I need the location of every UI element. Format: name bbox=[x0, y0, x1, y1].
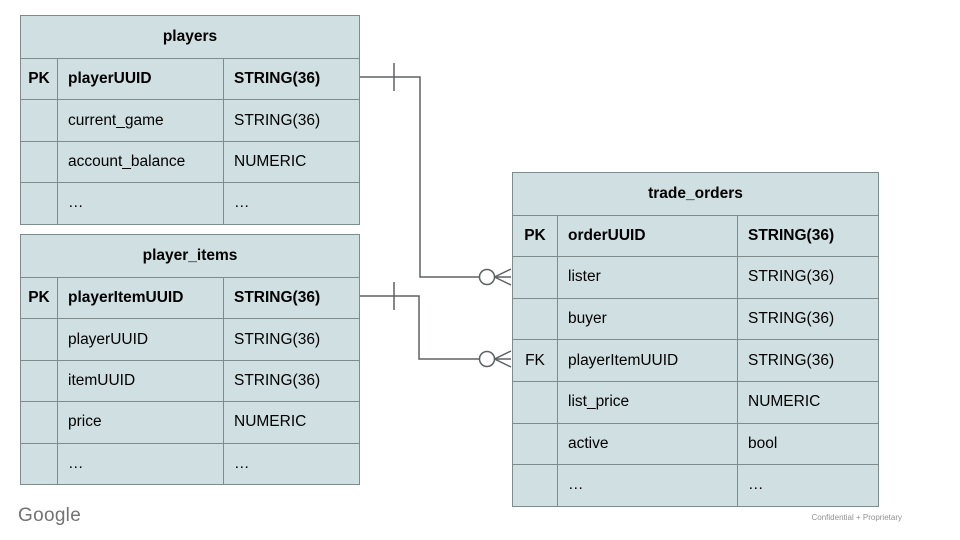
field-type-cell: … bbox=[234, 194, 250, 212]
field-name-cell: buyer bbox=[558, 298, 738, 340]
pk-cell bbox=[21, 360, 58, 402]
field-name-cell: playerUUID bbox=[58, 319, 224, 360]
field-name-cell: price bbox=[58, 402, 224, 443]
field-name-cell: orderUUID bbox=[558, 215, 738, 257]
field-type-cell: STRING(36) bbox=[748, 268, 835, 286]
field-type-cell: STRING(36) bbox=[234, 111, 321, 129]
table-row: … … bbox=[21, 442, 359, 484]
table-row: buyer STRING(36) bbox=[513, 297, 878, 340]
crow-foot-prong bbox=[494, 358, 512, 368]
pk-cell bbox=[513, 298, 558, 340]
field-type-cell: bool bbox=[748, 434, 778, 452]
table-title-trade-orders: trade_orders bbox=[648, 184, 743, 202]
pk-cell bbox=[21, 402, 58, 443]
connector-line bbox=[360, 295, 480, 360]
table-row: price NUMERIC bbox=[21, 401, 359, 443]
entity-table-players: players PK playerUUID STRING(36) current… bbox=[20, 15, 360, 225]
field-name-cell: itemUUID bbox=[58, 360, 224, 402]
table-row: PK orderUUID STRING(36) bbox=[513, 214, 878, 257]
table-row: current_game STRING(36) bbox=[21, 99, 359, 141]
field-type-cell: … bbox=[234, 454, 250, 472]
field-type-cell: STRING(36) bbox=[748, 310, 835, 328]
table-row: FK playerItemUUID STRING(36) bbox=[513, 339, 878, 381]
field-name-cell: … bbox=[58, 183, 224, 224]
field-name-cell: list_price bbox=[558, 381, 738, 423]
table-title-player-items: player_items bbox=[142, 247, 238, 264]
connector-player-items-trade-orders bbox=[360, 282, 512, 368]
field-type-cell: NUMERIC bbox=[234, 152, 307, 170]
field-name-cell: active bbox=[558, 423, 738, 465]
field-name-cell: playerUUID bbox=[58, 59, 224, 100]
pk-cell: PK bbox=[513, 215, 558, 257]
fk-cell: FK bbox=[513, 340, 558, 381]
zero-cardinality-circle bbox=[478, 350, 496, 368]
table-row: lister STRING(36) bbox=[513, 256, 878, 298]
table-row: PK playerItemUUID STRING(36) bbox=[21, 277, 359, 319]
field-name-cell: lister bbox=[558, 257, 738, 298]
connector-players-trade-orders bbox=[360, 63, 512, 286]
table-title-players: players bbox=[162, 28, 218, 45]
crow-foot-prong bbox=[494, 268, 512, 278]
field-name-cell: … bbox=[58, 443, 224, 484]
crow-foot-prong bbox=[494, 350, 512, 360]
entity-table-trade-orders: trade_orders PK orderUUID STRING(36) lis… bbox=[512, 172, 879, 507]
pk-cell bbox=[21, 141, 58, 183]
entity-table-player-items: player_items PK playerItemUUID STRING(36… bbox=[20, 234, 360, 485]
crow-foot-prong bbox=[494, 276, 512, 286]
table-row: account_balance NUMERIC bbox=[21, 140, 359, 183]
table-row: … … bbox=[21, 182, 359, 224]
confidential-note: Confidential + Proprietary bbox=[811, 513, 903, 522]
pk-cell bbox=[513, 423, 558, 465]
table-row: playerUUID STRING(36) bbox=[21, 318, 359, 360]
field-type-cell: STRING(36) bbox=[234, 371, 321, 389]
field-type-cell: NUMERIC bbox=[234, 413, 307, 431]
table-row: … … bbox=[513, 464, 878, 506]
pk-cell bbox=[513, 465, 558, 506]
field-type-cell: … bbox=[748, 476, 764, 494]
field-type-cell: STRING(36) bbox=[748, 226, 835, 244]
pk-cell bbox=[21, 443, 58, 484]
field-name-cell: account_balance bbox=[58, 141, 224, 183]
field-name-cell: current_game bbox=[58, 100, 224, 141]
pk-cell bbox=[513, 381, 558, 423]
field-type-cell: STRING(36) bbox=[234, 289, 321, 307]
google-logo: Google bbox=[18, 505, 82, 526]
pk-cell bbox=[21, 183, 58, 224]
pk-cell: PK bbox=[21, 278, 58, 319]
pk-cell: PK bbox=[21, 59, 58, 100]
connector-line bbox=[360, 76, 480, 278]
table-row: PK playerUUID STRING(36) bbox=[21, 58, 359, 100]
field-type-cell: STRING(36) bbox=[234, 330, 321, 348]
field-type-cell: NUMERIC bbox=[748, 393, 821, 411]
table-row: list_price NUMERIC bbox=[513, 380, 878, 423]
pk-cell bbox=[21, 319, 58, 360]
field-name-cell: playerItemUUID bbox=[58, 278, 224, 319]
pk-cell bbox=[21, 100, 58, 141]
field-type-cell: STRING(36) bbox=[234, 70, 321, 88]
field-name-cell: … bbox=[558, 465, 738, 506]
field-name-cell: playerItemUUID bbox=[558, 340, 738, 381]
zero-cardinality-circle bbox=[478, 268, 496, 286]
table-row: active bool bbox=[513, 422, 878, 465]
pk-cell bbox=[513, 257, 558, 298]
table-row: itemUUID STRING(36) bbox=[21, 359, 359, 402]
field-type-cell: STRING(36) bbox=[748, 351, 835, 369]
